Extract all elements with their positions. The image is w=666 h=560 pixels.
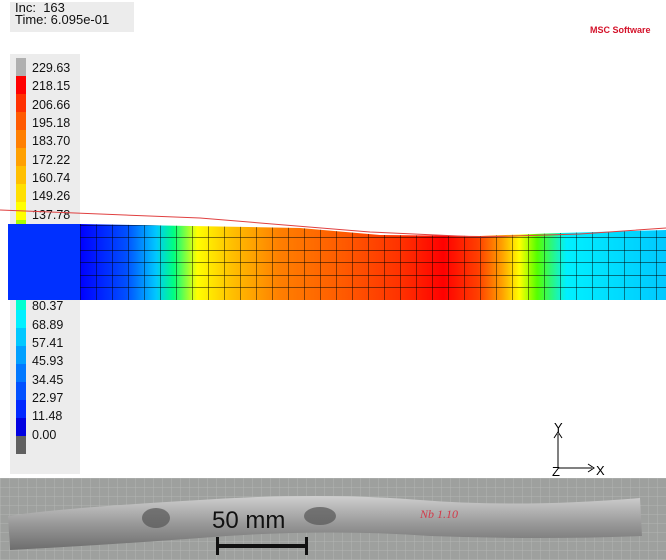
- legend-value: 195.18: [32, 115, 71, 130]
- inc-label: Inc:: [15, 0, 36, 15]
- scale-bar-label: 50 mm: [212, 507, 285, 534]
- legend-value: 34.45: [32, 372, 64, 387]
- legend-swatch: [16, 364, 26, 382]
- increment-line: Inc: 163: [15, 0, 134, 15]
- legend-swatch: [16, 76, 26, 94]
- x-axis-label: X: [596, 463, 605, 478]
- msc-software-logo: MSC Software: [590, 25, 651, 35]
- legend-value: 22.97: [32, 390, 64, 405]
- increment-info-box: Inc: 163 Time: 6.095e-01: [10, 0, 134, 32]
- legend-value: 57.41: [32, 335, 64, 350]
- time-line: Time: 6.095e-01: [15, 12, 134, 27]
- mesh-left-fixture: [8, 224, 80, 300]
- fe-mesh-plot: [0, 209, 666, 300]
- legend-swatch: [16, 166, 26, 184]
- legend-value: 160.74: [32, 170, 71, 185]
- legend-value: 172.22: [32, 152, 71, 167]
- legend-swatch: [16, 382, 26, 400]
- legend-value: 68.89: [32, 317, 64, 332]
- legend-value: 183.70: [32, 134, 71, 149]
- legend-swatch: [16, 328, 26, 346]
- legend-value: 45.93: [32, 354, 64, 369]
- legend-swatch: [16, 58, 26, 76]
- time-label: Time:: [15, 12, 48, 27]
- reference-curve: [0, 209, 666, 238]
- legend-swatch: [16, 418, 26, 436]
- legend-value: 218.15: [32, 79, 71, 94]
- specimen-photo-drawing: 50 mm Nb 1.10: [0, 478, 666, 560]
- legend-swatch: [16, 130, 26, 148]
- inc-value: 163: [43, 0, 65, 15]
- scale-bar: [217, 544, 307, 548]
- z-axis-label: Z: [552, 464, 560, 478]
- legend-swatch: [16, 346, 26, 364]
- legend-value: 11.48: [32, 409, 63, 424]
- legend-swatch: [16, 94, 26, 112]
- specimen-photo: 50 mm Nb 1.10: [0, 478, 666, 560]
- legend-swatch: [16, 112, 26, 130]
- legend-value: 137.78: [32, 207, 71, 222]
- mesh-grid: [80, 224, 666, 300]
- time-value: 6.095e-01: [50, 12, 110, 27]
- legend-swatch: [16, 310, 26, 328]
- legend-swatch: [16, 436, 26, 454]
- y-axis-label: Y: [554, 420, 563, 435]
- y-axis-arrow-icon: [553, 431, 563, 439]
- legend-swatch: [16, 148, 26, 166]
- legend-value: 206.66: [32, 97, 71, 112]
- legend-swatch: [16, 184, 26, 202]
- legend-value: 229.63: [32, 61, 71, 75]
- coordinate-axes: Y Z X: [552, 420, 605, 478]
- sample-label: Nb 1.10: [419, 507, 458, 521]
- x-axis-arrow-icon: [587, 463, 595, 473]
- legend-value: 149.26: [32, 189, 71, 204]
- legend-value: 80.37: [32, 299, 64, 314]
- simulation-viewport[interactable]: Inc: 163 Time: 6.095e-01 MSC Software 22…: [0, 0, 666, 478]
- legend-swatch: [16, 292, 26, 310]
- legend-swatch: [16, 400, 26, 418]
- legend-value: 0.00: [32, 427, 57, 442]
